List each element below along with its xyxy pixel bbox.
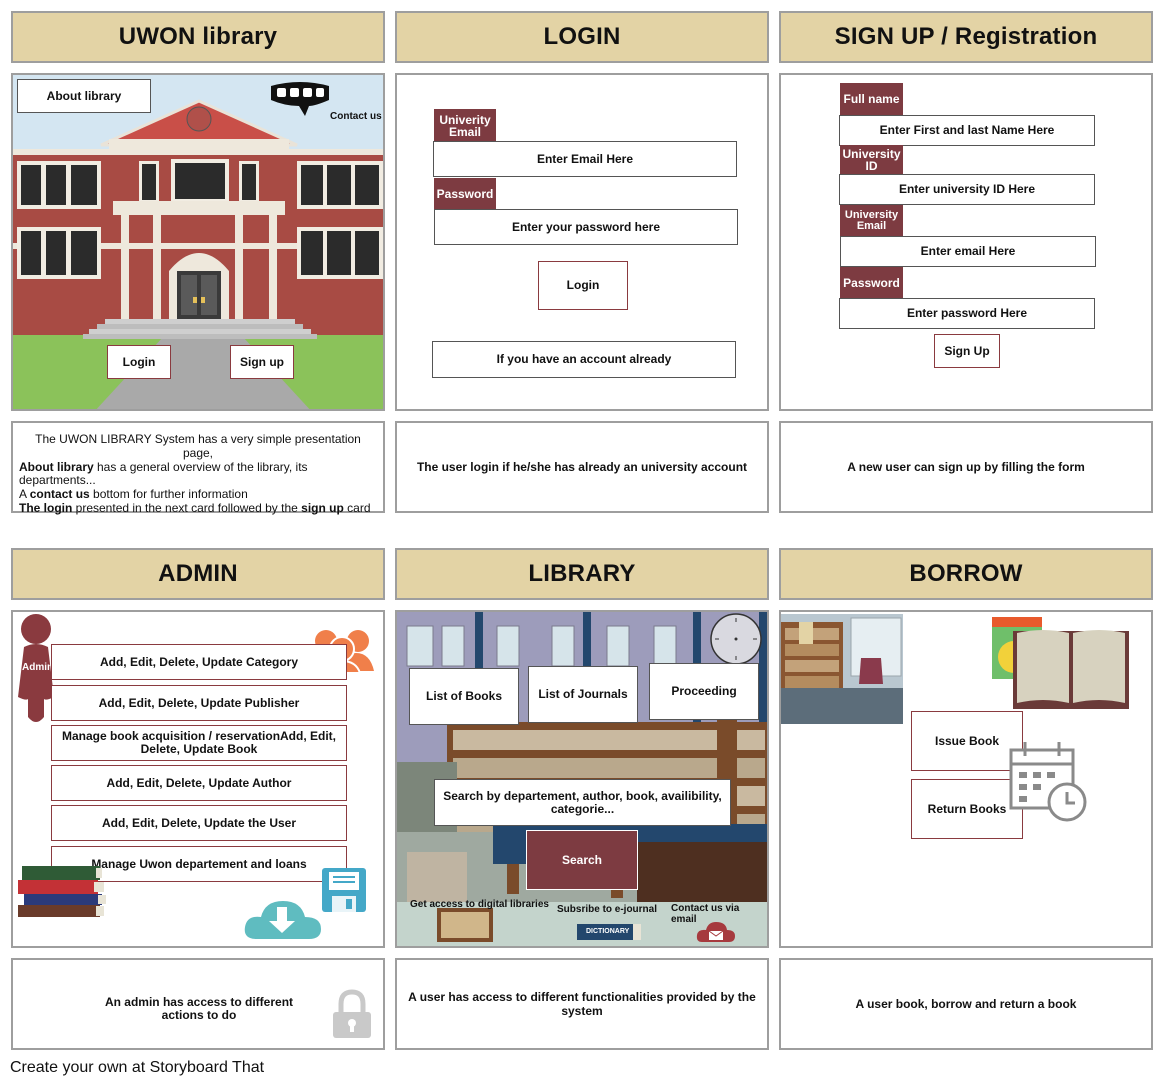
tab-list-of-journals[interactable]: List of Journals [528,666,638,723]
caption-text: A user has access to different functiona… [408,990,756,1018]
tab-list-of-books[interactable]: List of Books [409,668,519,725]
mail-cloud-icon [696,922,735,942]
caption-line: A contact us bottom for further informat… [19,487,377,502]
login-submit-button[interactable]: Login [538,261,628,310]
panel-title-uwon-library: UWON library [11,11,385,63]
title-text: BORROW [909,560,1023,587]
issue-book-button[interactable]: Issue Book [911,711,1023,771]
admin-action-author[interactable]: Add, Edit, Delete, Update Author [51,765,347,801]
caption-bold: The login [19,500,73,515]
university-id-label: University ID [840,145,903,175]
panel-title-login: LOGIN [395,11,769,63]
caption-text: A new user can sign up by filling the fo… [847,460,1085,474]
storyboard-footer-link[interactable]: Create your own at Storyboard That [10,1059,265,1076]
search-button[interactable]: Search [526,830,638,890]
admin-action-category[interactable]: Add, Edit, Delete, Update Category [51,644,347,680]
open-book-icon [1013,630,1129,709]
password-field[interactable]: Enter your password here [434,209,738,245]
title-text: ADMIN [158,560,238,587]
caption-uwon-library: The UWON LIBRARY System has a very simpl… [11,421,385,516]
caption-text: An admin has access to different actions… [104,995,294,1022]
login-button[interactable]: Login [107,345,171,379]
password-label: Password [434,178,496,210]
caption-borrow: A user book, borrow and return a book [779,958,1153,1050]
title-text: SIGN UP / Registration [834,23,1098,50]
return-books-button[interactable]: Return Books [911,779,1023,839]
robot-mask-icon [271,82,329,116]
book-stack-icon [18,866,106,917]
cloud-download-icon [244,901,321,939]
university-email-label: Univerity Email [434,109,496,143]
panel-title-signup: SIGN UP / Registration [779,11,1153,63]
scene-borrow: Issue Book Return Books [779,610,1153,948]
admin-action-publisher[interactable]: Add, Edit, Delete, Update Publisher [51,685,347,721]
password-label: Password [840,267,903,299]
caption-text: A [19,487,30,502]
caption-line: The login presented in the next card fol… [19,500,377,516]
contact-us-button[interactable]: Contact us [330,111,382,122]
contact-email-link[interactable]: Contact us via email [671,903,740,925]
scene-admin: Admin Add, Edit, Delete, Update Category… [11,610,385,948]
scene-signup-form: Full name Enter First and last Name Here… [779,73,1153,411]
dictionary-book-icon [577,924,641,940]
clock-icon [710,613,762,665]
university-id-field[interactable]: Enter university ID Here [839,174,1095,205]
padlock-icon [333,989,371,1038]
admin-person-icon [18,614,54,722]
email-field[interactable]: Enter email Here [840,236,1096,267]
library-building-illustration [13,75,383,409]
scene-uwon-library: About library Contact us Login Sign up [11,73,385,411]
caption-login: The user login if he/she has already an … [395,421,769,513]
caption-text: The user login if he/she has already an … [416,460,748,474]
panel-title-library: LIBRARY [395,548,769,600]
password-field[interactable]: Enter password Here [839,298,1095,329]
scene-login-form: Univerity Email Enter Email Here Passwor… [395,73,769,411]
caption-line: About library has a general overview of … [19,459,377,489]
caption-text: has a general overview of the library, i… [19,459,308,488]
admin-action-user[interactable]: Add, Edit, Delete, Update the User [51,805,347,841]
title-text: LOGIN [543,23,621,50]
existing-account-note: If you have an account already [432,341,736,378]
caption-line: The UWON LIBRARY System has a very simpl… [35,432,361,460]
reading-room-illustration [781,614,903,724]
caption-signup: A new user can sign up by filling the fo… [779,421,1153,513]
panel-title-borrow: BORROW [779,548,1153,600]
floppy-disk-icon [322,868,366,912]
title-text: LIBRARY [528,560,636,587]
admin-action-departement-loans[interactable]: Manage Uwon departement and loans [51,846,347,882]
about-library-button[interactable]: About library [17,79,151,113]
signup-submit-button[interactable]: Sign Up [934,334,1000,368]
university-email-label: University Email [840,205,903,237]
email-field[interactable]: Enter Email Here [433,141,737,177]
caption-bold: sign up [301,500,344,515]
caption-admin: An admin has access to different actions… [11,958,385,1050]
caption-text: A user book, borrow and return a book [855,997,1077,1011]
e-journal-link[interactable]: Subsribe to e-journal [557,904,658,915]
dictionary-label: DICTIONARY [586,928,630,935]
scene-library-portal: List of Books List of Journals Proceedin… [395,610,769,948]
panel-title-admin: ADMIN [11,548,385,600]
title-text: UWON library [118,23,278,50]
calendar-clock-icon [1009,742,1087,822]
full-name-label: Full name [840,83,903,115]
tab-proceeding[interactable]: Proceeding [649,663,759,720]
caption-bold: contact us [29,487,90,502]
full-name-field[interactable]: Enter First and last Name Here [839,115,1095,146]
caption-bold: About library [19,459,94,474]
search-input[interactable]: Search by departement, author, book, ava… [434,779,731,826]
admin-figure-label: Admin [22,662,54,673]
caption-text: bottom for further information [89,487,248,502]
caption-text: presented in the next card followed by t… [72,500,302,515]
caption-library: A user has access to different functiona… [395,958,769,1050]
digital-libraries-link[interactable]: Get access to digital libraries [410,899,549,910]
signup-button[interactable]: Sign up [230,345,294,379]
caption-text: card [343,500,371,515]
admin-action-book[interactable]: Manage book acquisition / reservationAdd… [51,725,347,761]
